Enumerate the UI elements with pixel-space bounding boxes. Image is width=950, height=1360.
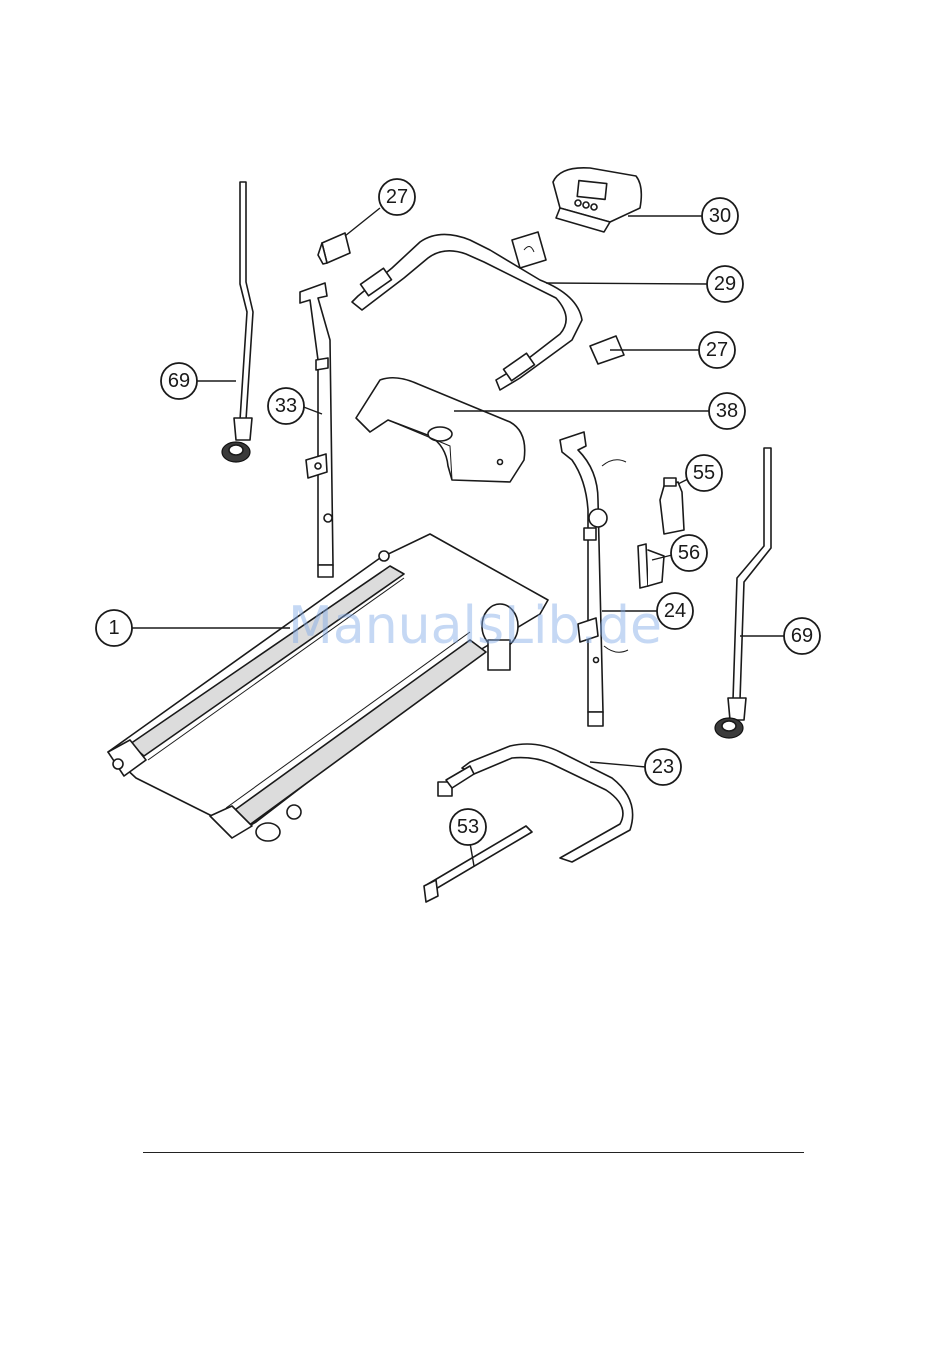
callout-label: 53 [457, 816, 479, 838]
footer-rule [143, 1152, 804, 1153]
callout-53: 53 [450, 809, 486, 845]
part-55-water-bottle [660, 478, 684, 534]
watermark-text: ManualsLib.de [288, 596, 662, 656]
callout-label: 30 [709, 205, 731, 227]
part-27-upper-endcap [318, 233, 350, 264]
callout-33: 33 [268, 388, 304, 424]
part-69-right-post [715, 448, 771, 738]
callout-label: 33 [275, 395, 297, 417]
callout-27-upper: 27 [379, 179, 415, 215]
callout-69-right: 69 [784, 618, 820, 654]
part-69-left-post [222, 182, 253, 462]
callout-23: 23 [645, 749, 681, 785]
callout-label: 29 [714, 273, 736, 295]
callout-label: 24 [664, 600, 686, 622]
part-29-handlebar [352, 232, 582, 390]
callout-label: 69 [168, 370, 190, 392]
part-38-motor-hood [356, 378, 525, 482]
part-33-left-upright [300, 283, 333, 577]
part-56-bottle-holder [638, 544, 664, 588]
callout-label: 38 [716, 400, 738, 422]
callout-label: 27 [386, 186, 408, 208]
callout-30: 30 [702, 198, 738, 234]
callout-69-left: 69 [161, 363, 197, 399]
callout-label: 23 [652, 756, 674, 778]
callout-56: 56 [671, 535, 707, 571]
callout-38: 38 [709, 393, 745, 429]
callout-label: 55 [693, 462, 715, 484]
callout-label: 69 [791, 625, 813, 647]
part-1-treadmill-deck [108, 534, 548, 841]
part-30-console [553, 168, 641, 232]
callout-55: 55 [686, 455, 722, 491]
callout-label: 56 [678, 542, 700, 564]
callout-label: 27 [706, 339, 728, 361]
callout-27-right: 27 [699, 332, 735, 368]
callout-label: 1 [108, 617, 119, 639]
callout-24: 24 [657, 593, 693, 629]
part-24-right-upright [560, 432, 628, 726]
callout-29: 29 [707, 266, 743, 302]
callout-1: 1 [96, 610, 132, 646]
